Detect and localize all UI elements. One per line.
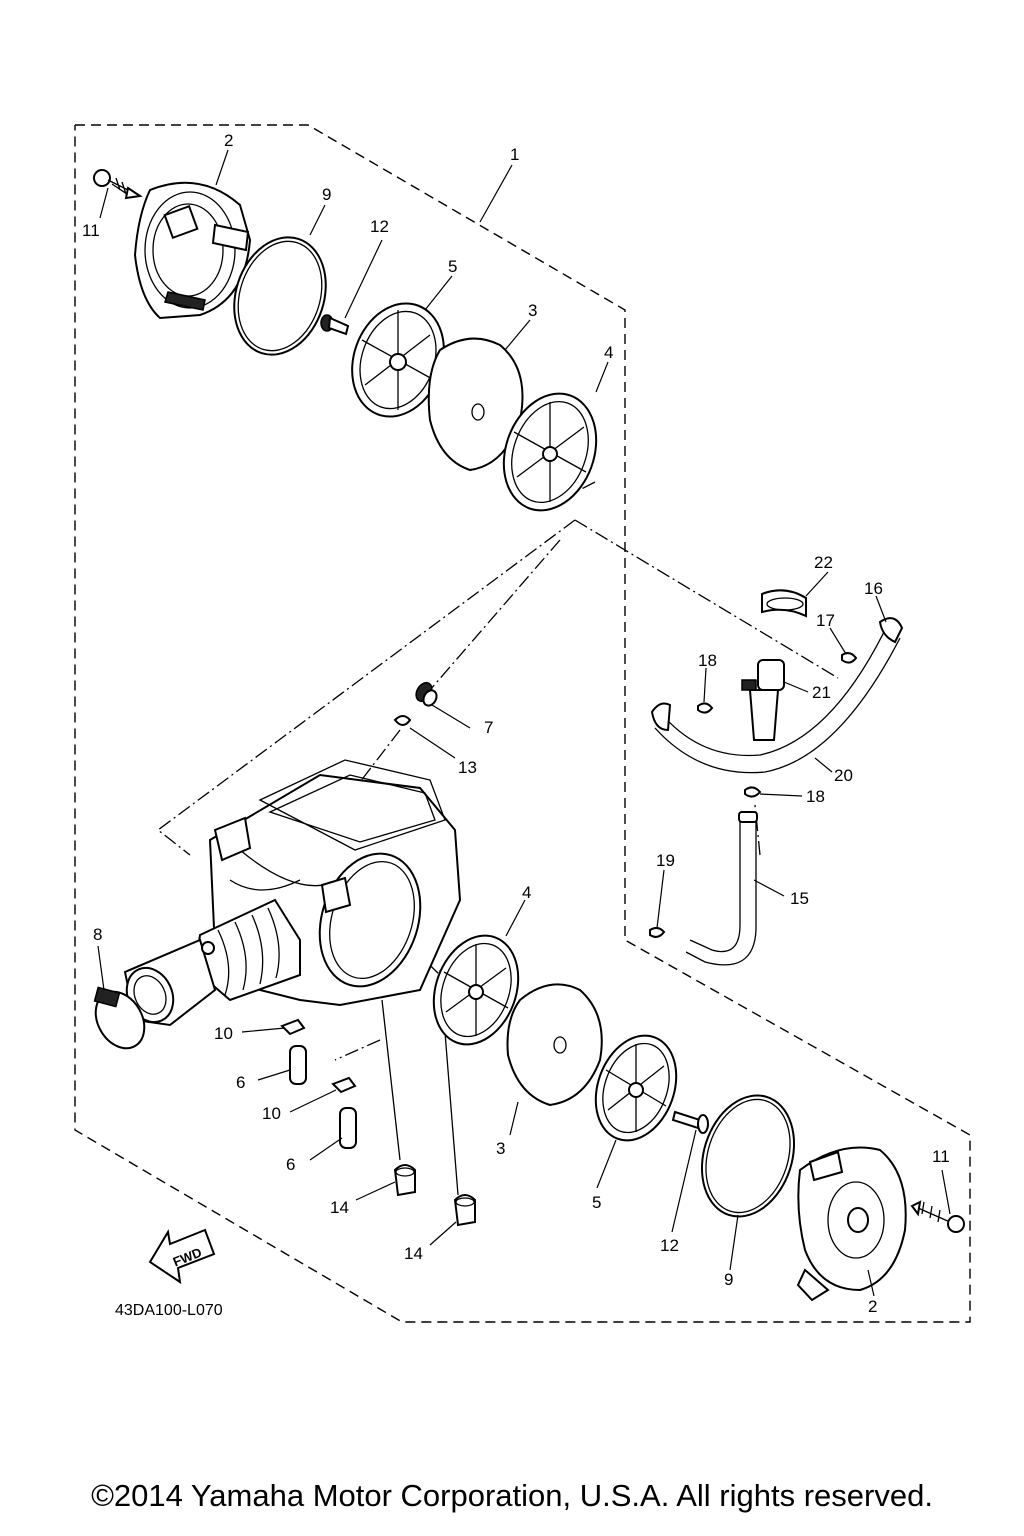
callout-4-upper: 4 bbox=[604, 343, 613, 362]
joint-21 bbox=[741, 659, 785, 741]
gasket-ring-lower bbox=[700, 1094, 796, 1218]
callout-18-lower: 18 bbox=[806, 787, 825, 806]
callout-18-upper: 18 bbox=[698, 651, 717, 670]
clip-13 bbox=[393, 715, 412, 726]
callout-14-left: 14 bbox=[330, 1198, 349, 1217]
filter-element-upper bbox=[427, 337, 524, 472]
callout-17: 17 bbox=[816, 611, 835, 630]
callout-22: 22 bbox=[814, 553, 833, 572]
clip-17 bbox=[841, 652, 858, 664]
cover-upper bbox=[133, 181, 252, 320]
callout-3-lower: 3 bbox=[496, 1139, 505, 1158]
plug-6-upper bbox=[289, 1045, 307, 1085]
hose-clamp bbox=[93, 986, 146, 1050]
element-guide-lower-5 bbox=[594, 1034, 678, 1142]
callout-13: 13 bbox=[458, 758, 477, 777]
holder-22 bbox=[761, 589, 807, 618]
callout-1: 1 bbox=[510, 145, 519, 164]
diagram-code: 43DA100-L070 bbox=[115, 1302, 223, 1319]
callout-16: 16 bbox=[864, 579, 883, 598]
callout-10-upper: 10 bbox=[214, 1024, 233, 1043]
callout-9-lower: 9 bbox=[724, 1270, 733, 1289]
clip-10-lower bbox=[331, 1076, 357, 1094]
callout-5-lower: 5 bbox=[592, 1193, 601, 1212]
callout-6-lower: 6 bbox=[286, 1155, 295, 1174]
callout-10-lower: 10 bbox=[262, 1104, 281, 1123]
callout-6-upper: 6 bbox=[236, 1073, 245, 1092]
assembly-boundary bbox=[74, 124, 971, 1323]
element-guide-lower-4 bbox=[432, 934, 520, 1046]
callout-21: 21 bbox=[812, 683, 831, 702]
copyright-footer: ©2014 Yamaha Motor Corporation, U.S.A. A… bbox=[91, 1478, 933, 1513]
callout-15: 15 bbox=[790, 889, 809, 908]
screw-lower bbox=[910, 1200, 965, 1233]
element-guide-upper-4 bbox=[502, 392, 598, 512]
clip-18-upper bbox=[697, 702, 714, 714]
gasket-ring-upper bbox=[233, 236, 327, 356]
callout-14-right: 14 bbox=[404, 1244, 423, 1263]
drain-hose-15 bbox=[685, 811, 758, 966]
callout-8: 8 bbox=[93, 925, 102, 944]
callout-11-lower: 11 bbox=[932, 1147, 950, 1166]
screw-lower-12 bbox=[671, 1110, 709, 1134]
callout-9-upper: 9 bbox=[322, 185, 331, 204]
callout-2-lower: 2 bbox=[868, 1297, 877, 1316]
plug-6-lower bbox=[339, 1107, 357, 1149]
clip-19 bbox=[649, 926, 666, 938]
element-guide-upper bbox=[351, 302, 445, 418]
screw-upper bbox=[93, 169, 143, 200]
callout-11-upper: 11 bbox=[82, 221, 100, 240]
clip-18-lower bbox=[744, 786, 762, 798]
callout-7: 7 bbox=[484, 718, 493, 737]
callout-20: 20 bbox=[834, 766, 853, 785]
callout-12-upper: 12 bbox=[370, 217, 389, 236]
cover-lower bbox=[796, 1146, 907, 1302]
callout-12-lower: 12 bbox=[660, 1236, 679, 1255]
fwd-direction-arrow: FWD bbox=[148, 1228, 216, 1285]
clip-10-upper bbox=[280, 1018, 306, 1036]
filter-element-lower bbox=[506, 983, 603, 1107]
callout-labels: 1 2 11 9 12 5 3 4 7 13 8 10 6 10 6 14 14… bbox=[82, 131, 950, 1319]
drain-14-right bbox=[453, 1194, 476, 1227]
callout-5-upper: 5 bbox=[448, 257, 457, 276]
callout-4-lower: 4 bbox=[522, 883, 531, 902]
callout-2-upper: 2 bbox=[224, 131, 233, 150]
callout-3-upper: 3 bbox=[528, 301, 537, 320]
breather-hose-20 bbox=[650, 617, 904, 774]
drain-14-left bbox=[393, 1164, 416, 1197]
callout-19: 19 bbox=[656, 851, 675, 870]
grommet-7 bbox=[415, 681, 438, 707]
screw-upper-12 bbox=[320, 314, 350, 336]
air-box-case bbox=[123, 759, 462, 1027]
leader-lines bbox=[97, 149, 951, 1297]
